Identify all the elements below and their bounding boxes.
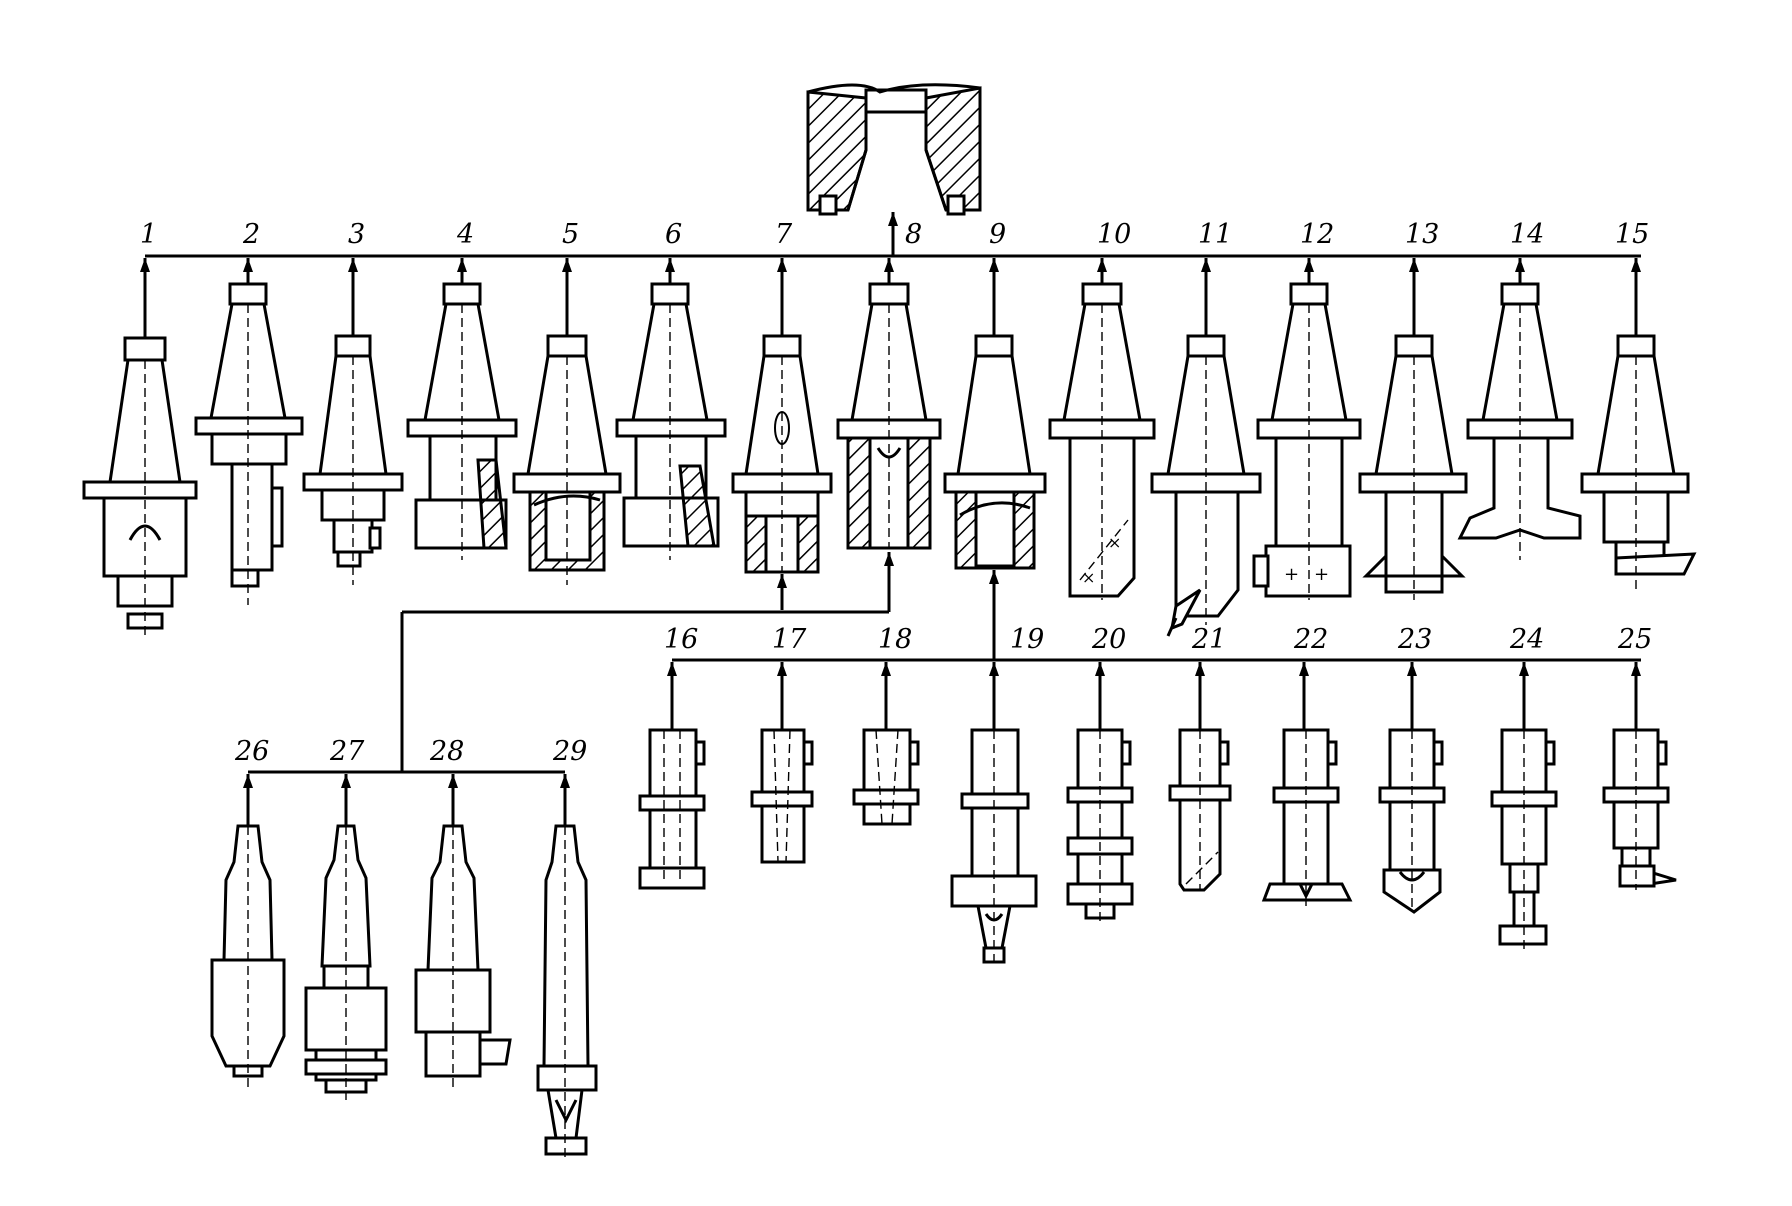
svg-text:×: × [1082,568,1095,587]
holder-15 [1580,258,1697,590]
adapter-24 [1490,662,1558,950]
label-2: 2 [242,219,260,250]
adapter-16 [638,662,706,890]
svg-text:+: + [1284,564,1299,585]
label-29: 29 [552,736,587,767]
label-23: 23 [1397,624,1432,655]
label-21: 21 [1191,624,1226,655]
label-24: 24 [1509,624,1544,655]
tool-28 [414,774,512,1090]
label-10: 10 [1097,219,1131,250]
label-27: 27 [329,736,365,767]
label-3: 3 [348,219,365,250]
holder-1 [82,258,198,640]
label-22: 22 [1293,624,1328,655]
label-20: 20 [1091,624,1126,655]
label-25: 25 [1617,624,1652,655]
holder-12: + + [1252,258,1362,600]
tool-27 [304,774,388,1100]
label-13: 13 [1405,219,1439,250]
label-5: 5 [562,219,579,250]
label-17: 17 [772,624,807,655]
svg-text:×: × [1108,533,1121,552]
label-19: 19 [1010,624,1044,655]
adapter-25 [1602,662,1677,890]
adapter-17 [750,662,814,864]
label-15: 15 [1615,219,1649,250]
holder-8 [836,258,942,612]
label-28: 28 [429,736,464,767]
label-12: 12 [1300,219,1334,250]
holder-2 [194,258,304,605]
label-4: 4 [456,219,474,250]
label-1: 1 [140,219,157,250]
label-6: 6 [665,219,682,250]
adapter-21 [1168,662,1232,892]
machine-spindle [806,83,982,255]
link-to-row-3 [400,610,889,772]
label-14: 14 [1510,219,1544,250]
svg-text:+: + [1314,564,1329,585]
label-7: 7 [775,219,793,250]
label-26: 26 [234,736,269,767]
label-9: 9 [989,219,1006,250]
label-8: 8 [905,219,922,250]
holder-4 [406,258,518,560]
adapter-22 [1261,662,1353,906]
adapter-23 [1378,662,1446,914]
label-18: 18 [878,624,912,655]
tool-29 [536,774,598,1160]
label-11: 11 [1198,219,1232,250]
label-16: 16 [664,624,698,655]
holder-9 [943,258,1047,660]
adapter-20 [1066,662,1134,922]
holder-7 [731,258,833,610]
holder-13 [1358,258,1468,600]
adapter-18 [852,662,920,826]
tool-26 [210,774,286,1090]
adapter-19 [950,662,1038,968]
holder-6 [615,258,727,560]
holder-10: × × [1048,258,1156,600]
holder-5 [512,258,622,585]
holder-11 [1150,258,1262,637]
holder-14 [1457,258,1582,560]
holder-3 [302,258,404,585]
